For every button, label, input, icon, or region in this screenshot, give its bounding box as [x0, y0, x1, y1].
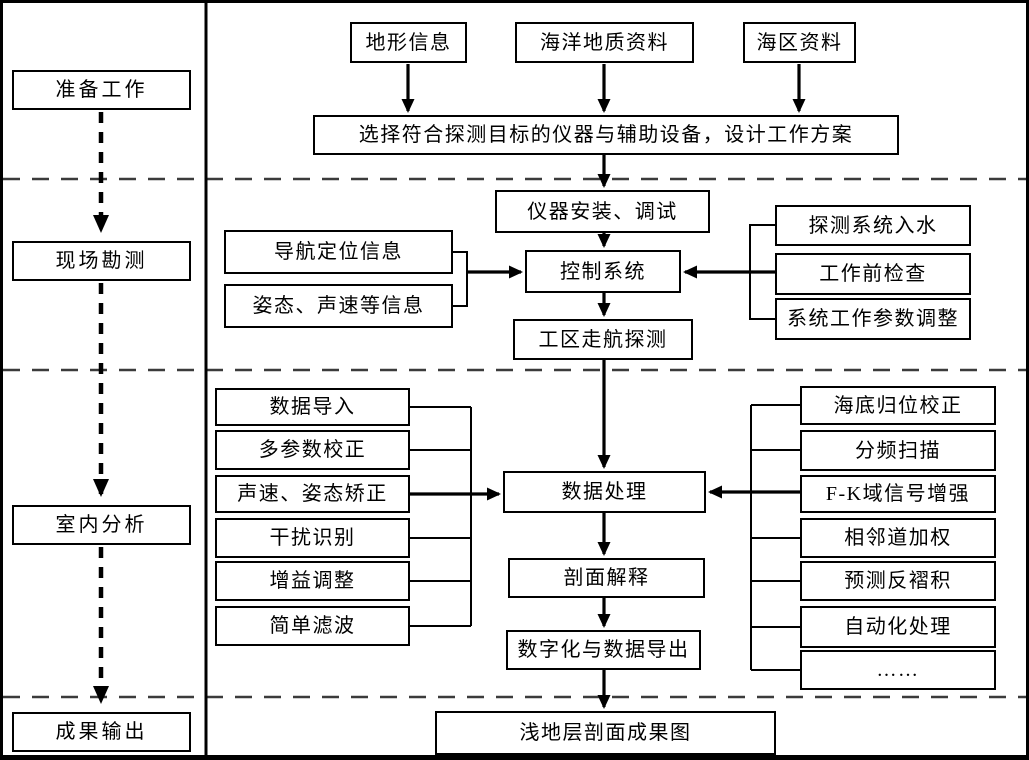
node-system-parameter-adjustment: 系统工作参数调整	[775, 298, 971, 340]
node-seabed-migration-correction: 海底归位校正	[800, 386, 996, 425]
node-simple-filtering: 简单滤波	[215, 606, 410, 646]
node-attitude-sound-velocity-info: 姿态、声速等信息	[224, 284, 453, 328]
node-data-import: 数据导入	[215, 388, 410, 426]
node-subbottom-profile-result: 浅地层剖面成果图	[435, 711, 776, 755]
node-data-processing: 数据处理	[503, 471, 706, 513]
node-equipment-selection-plan: 选择符合探测目标的仪器与辅助设备，设计工作方案	[313, 115, 899, 155]
node-predictive-deconvolution: 预测反褶积	[800, 561, 996, 601]
node-frequency-division-scan: 分频扫描	[800, 430, 996, 471]
node-navigation-positioning-info: 导航定位信息	[224, 230, 453, 274]
stage-field-survey: 现场勘测	[12, 241, 191, 281]
node-profile-interpretation: 剖面解释	[508, 558, 705, 598]
node-marine-geology-data: 海洋地质资料	[515, 22, 694, 63]
node-interference-identification: 干扰识别	[215, 518, 410, 558]
section-divider-lines	[3, 177, 1026, 699]
node-fk-domain-signal-enhancement: F-K域信号增强	[800, 475, 996, 513]
node-more-ellipsis: ……	[800, 650, 996, 690]
stage-indoor-analysis: 室内分析	[12, 505, 191, 545]
main-flow-arrows	[401, 64, 806, 709]
node-detection-system-deployment: 探测系统入水	[775, 205, 971, 246]
node-gain-adjustment: 增益调整	[215, 561, 410, 601]
node-automated-processing: 自动化处理	[800, 606, 996, 648]
node-adjacent-trace-weighting: 相邻道加权	[800, 518, 996, 558]
node-sound-velocity-attitude-correction: 声速、姿态矫正	[215, 475, 410, 513]
node-pre-work-check: 工作前检查	[775, 253, 971, 295]
node-survey-area-navigation-detection: 工区走航探测	[513, 319, 693, 360]
stage-preparation: 准备工作	[12, 70, 191, 110]
node-instrument-install-debug: 仪器安装、调试	[495, 190, 710, 233]
node-control-system: 控制系统	[525, 250, 681, 293]
node-terrain-info: 地形信息	[350, 22, 467, 63]
node-digitization-data-export: 数字化与数据导出	[506, 630, 701, 670]
stage-output: 成果输出	[12, 712, 191, 752]
node-multi-parameter-correction: 多参数校正	[215, 430, 410, 470]
connector-layer	[3, 3, 1026, 755]
node-sea-area-data: 海区资料	[743, 22, 856, 63]
